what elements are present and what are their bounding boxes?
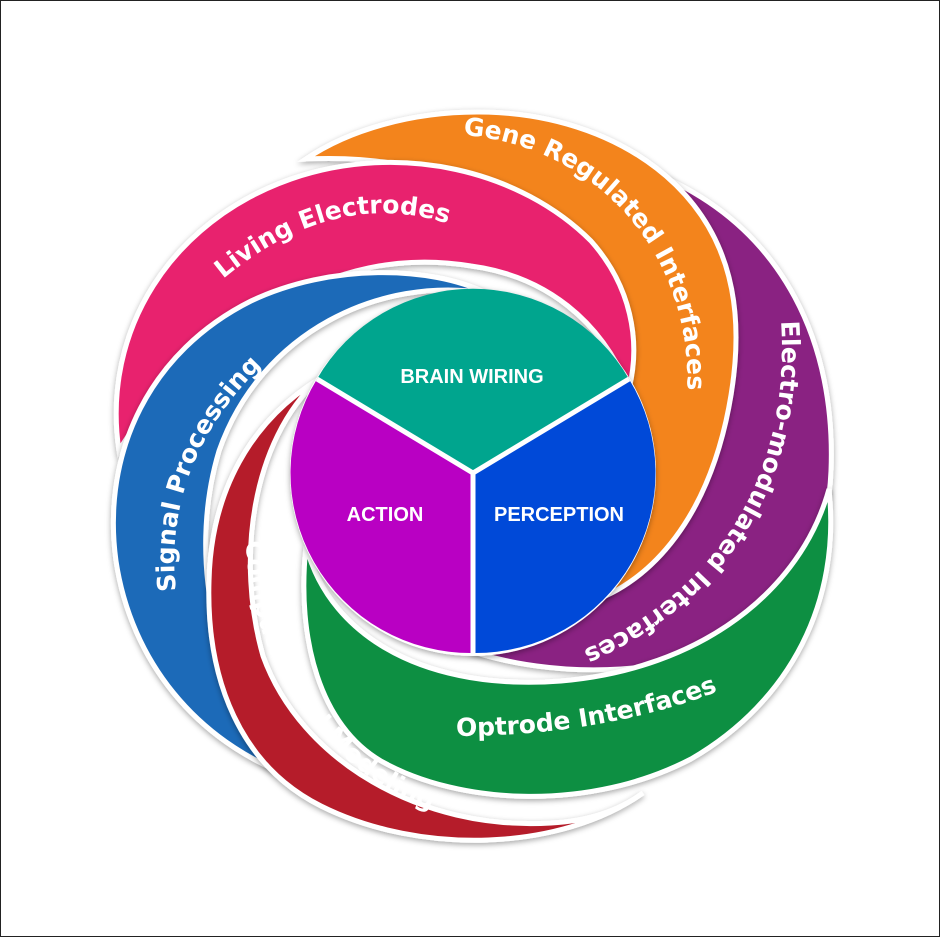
core-label-action: ACTION	[347, 504, 424, 526]
band-shape	[301, 488, 834, 799]
core-circle	[290, 288, 656, 656]
band-shape	[206, 376, 645, 843]
optrode-band: Optrode Interfaces	[301, 488, 834, 799]
core-label-perception: PERCEPTION	[494, 504, 624, 526]
core-divider	[315, 376, 475, 476]
core-segment-top	[317, 288, 629, 473]
core-label-brain-wiring: BRAIN WIRING	[400, 366, 543, 388]
band-shape	[110, 270, 488, 779]
core-divider	[471, 376, 631, 476]
